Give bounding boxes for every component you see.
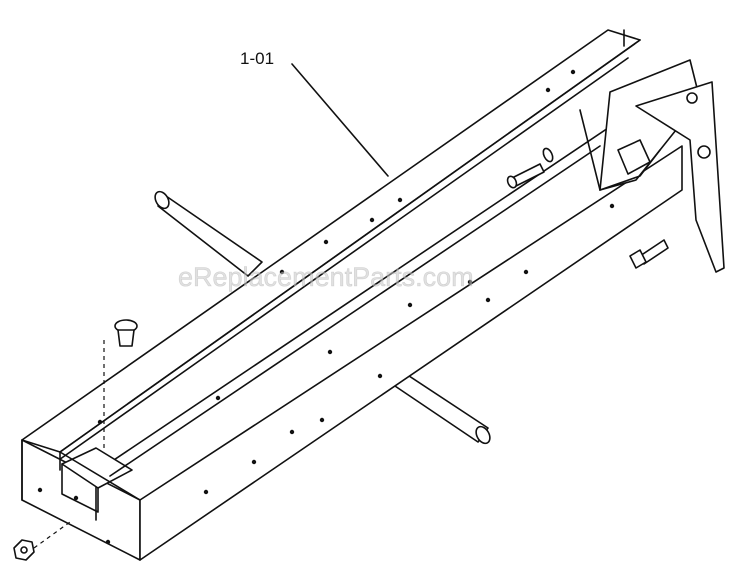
- pivot-bracket: [579, 29, 725, 273]
- carriage-bolt-left: [103, 319, 138, 450]
- leader-line: [291, 63, 389, 177]
- hex-bolt-right: [629, 239, 669, 269]
- part-callout-group: 1-01: [240, 49, 389, 177]
- carriage-bolt-top: [506, 147, 554, 189]
- frame-holes: [37, 69, 615, 545]
- watermark: eReplacementParts.com: [178, 262, 474, 292]
- frame-rail: [21, 29, 683, 561]
- front-axle: [391, 369, 491, 445]
- part-callout: 1-01: [240, 49, 274, 68]
- rear-axle: [154, 190, 263, 277]
- hex-nut: [13, 521, 71, 561]
